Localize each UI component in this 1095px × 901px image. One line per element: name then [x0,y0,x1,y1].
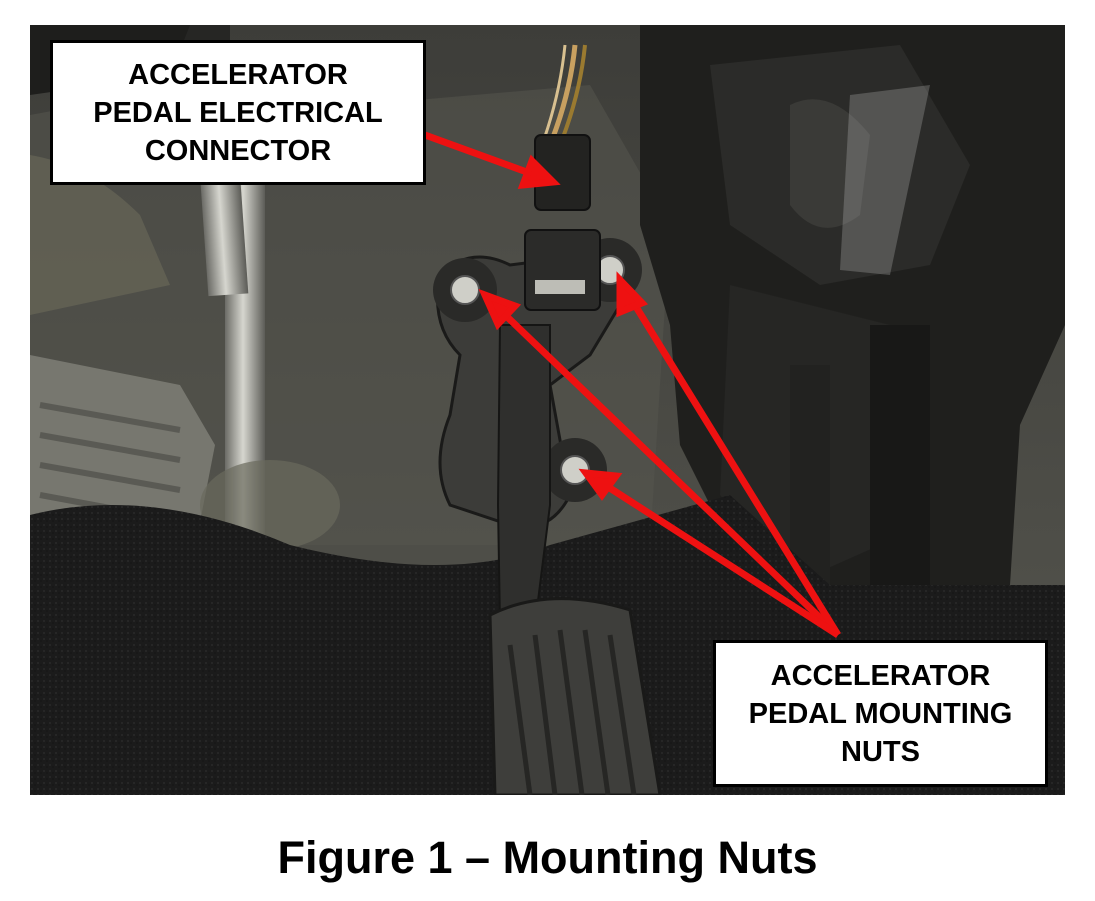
mounting-nut-lower [543,438,607,502]
callout-electrical-connector: ACCELERATOR PEDAL ELECTRICAL CONNECTOR [50,40,426,185]
callout-connector-line-3: CONNECTOR [144,134,332,167]
callout-nuts-line-1: ACCELERATOR [770,659,991,692]
arrow-to-nut-lower [600,480,840,638]
arrow-to-connector-head [517,154,561,190]
callout-arrows [423,131,841,638]
figure-caption: Figure 1 – Mounting Nuts [277,832,818,883]
arrow-to-nut-lower-head [578,468,623,501]
callout-nuts-line-3: NUTS [841,735,920,768]
callout-mounting-nuts: ACCELERATOR PEDAL MOUNTING NUTS [713,640,1048,787]
callout-connector-line-1: ACCELERATOR [128,58,348,91]
accelerator-pedal-pad [488,597,662,795]
callout-nuts-line-2: PEDAL MOUNTING [748,697,1013,730]
electrical-connector [524,44,601,311]
arrow-to-nut-upper-left [497,307,841,638]
mounting-nut-upper-left [433,258,497,322]
arrow-to-nut-upper-right [627,295,841,637]
arrow-to-connector [423,131,537,179]
callout-connector-line-2: PEDAL ELECTRICAL [93,96,383,129]
arrow-to-nut-upper-left-head [478,288,522,331]
arrow-to-nut-upper-right-head [616,271,649,318]
